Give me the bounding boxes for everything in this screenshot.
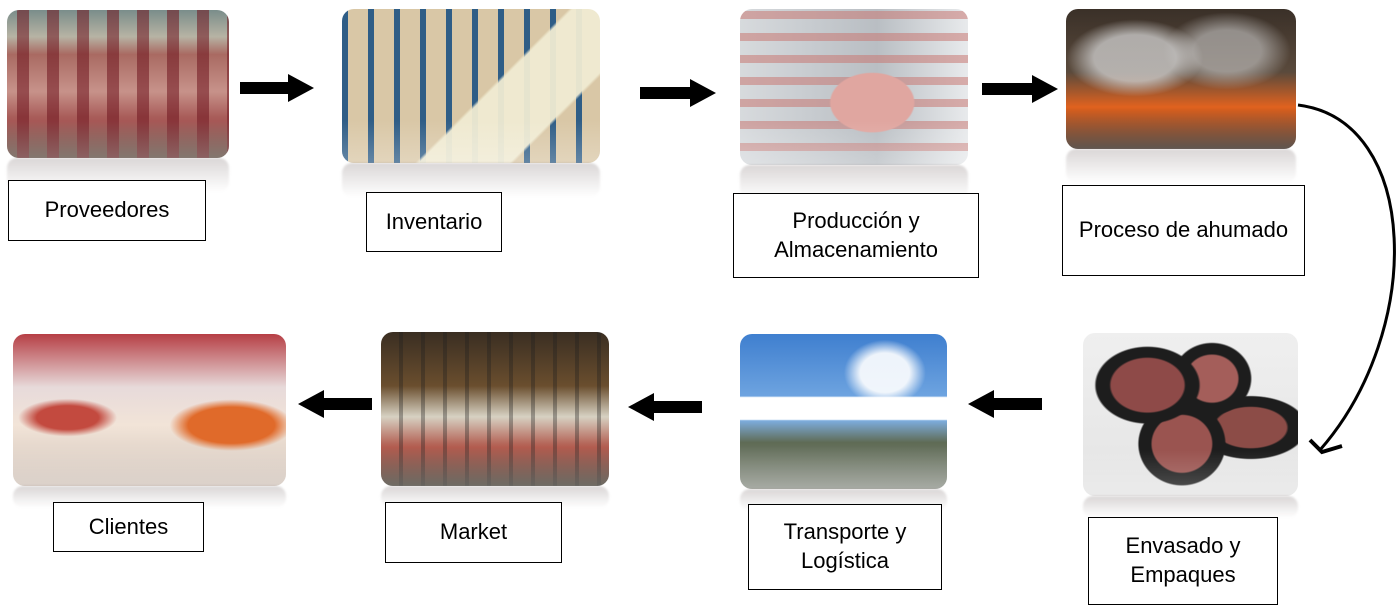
label-ahumado: Proceso de ahumado	[1062, 185, 1305, 276]
arrow-envasado-to-transporte	[968, 390, 1042, 418]
arrow-transporte-to-market	[628, 393, 702, 421]
arrow-produccion-to-ahumado	[982, 75, 1058, 103]
arrow-proveedores-to-inventario	[240, 74, 314, 102]
label-produccion: Producción y Almacenamiento	[733, 193, 979, 278]
label-market: Market	[385, 502, 562, 563]
label-envasado: Envasado y Empaques	[1088, 517, 1278, 605]
arrow-inventario-to-produccion	[640, 79, 716, 107]
inventario-reflection	[342, 163, 600, 197]
arrow-market-to-clientes	[298, 390, 372, 418]
label-clientes: Clientes	[53, 502, 204, 552]
transporte-image	[740, 334, 947, 489]
inventario-image	[342, 9, 600, 163]
produccion-image	[740, 9, 968, 165]
market-image	[381, 332, 609, 486]
arrow-ahumado-to-envasado	[1297, 103, 1396, 451]
curve-arrowhead	[1308, 438, 1343, 455]
envasado-image	[1083, 333, 1298, 496]
envasado-reflection	[1083, 496, 1298, 518]
label-transporte: Transporte y Logística	[748, 504, 942, 590]
ahumado-image	[1066, 9, 1296, 149]
proveedores-image	[7, 10, 229, 158]
ahumado-reflection	[1066, 149, 1296, 183]
label-inventario: Inventario	[366, 192, 502, 252]
label-proveedores: Proveedores	[8, 180, 206, 241]
clientes-image	[13, 334, 286, 486]
